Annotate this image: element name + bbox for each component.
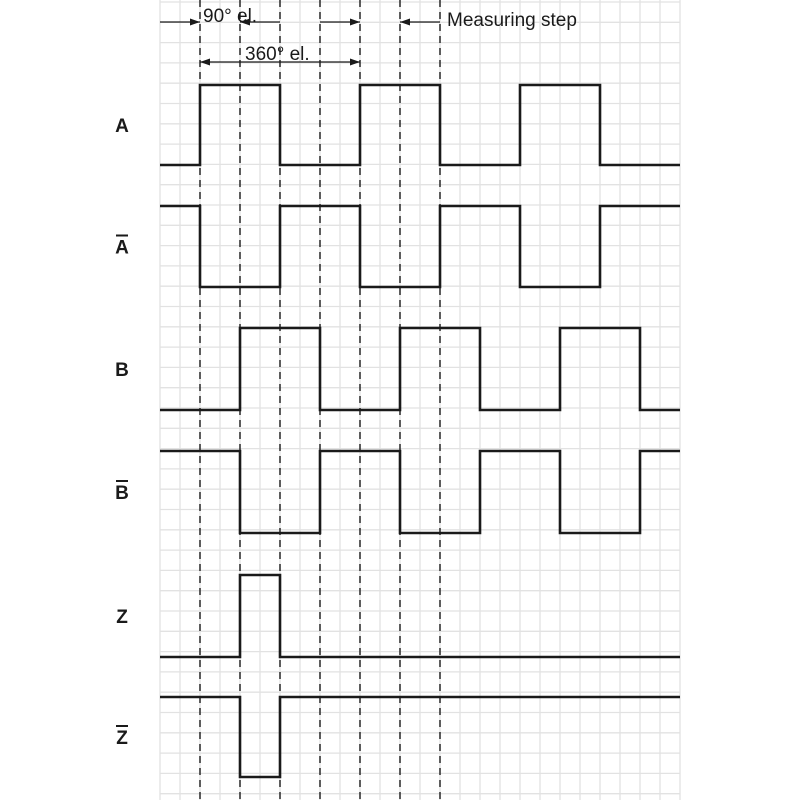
period-annotation: 360° el. (245, 44, 310, 65)
arrowhead-icon (400, 18, 410, 26)
arrowhead-icon (350, 18, 360, 26)
phase-annotation: 90° el. (203, 6, 257, 27)
signal-label: Z (116, 607, 128, 628)
dimension-arrows (160, 18, 440, 66)
waveform-z-inverted (160, 695, 680, 779)
arrowhead-icon (190, 18, 200, 26)
waveform-b (160, 326, 680, 412)
signal-label: B (115, 360, 129, 381)
arrowhead-icon (350, 58, 360, 66)
arrowhead-icon (240, 18, 250, 26)
waveform-z (160, 573, 680, 659)
grid (159, 0, 681, 800)
waveforms: A A B B Z Z (115, 83, 680, 779)
waveform-b-inverted (160, 449, 680, 535)
waveform-a-inverted (160, 204, 680, 289)
signal-label: A (115, 116, 129, 137)
signal-label: B (115, 483, 129, 504)
arrowhead-icon (200, 58, 210, 66)
waveform-a (160, 83, 680, 167)
signal-label: Z (116, 728, 128, 749)
signal-label: A (115, 238, 129, 259)
measuring-step-annotation: Measuring step (447, 10, 577, 31)
